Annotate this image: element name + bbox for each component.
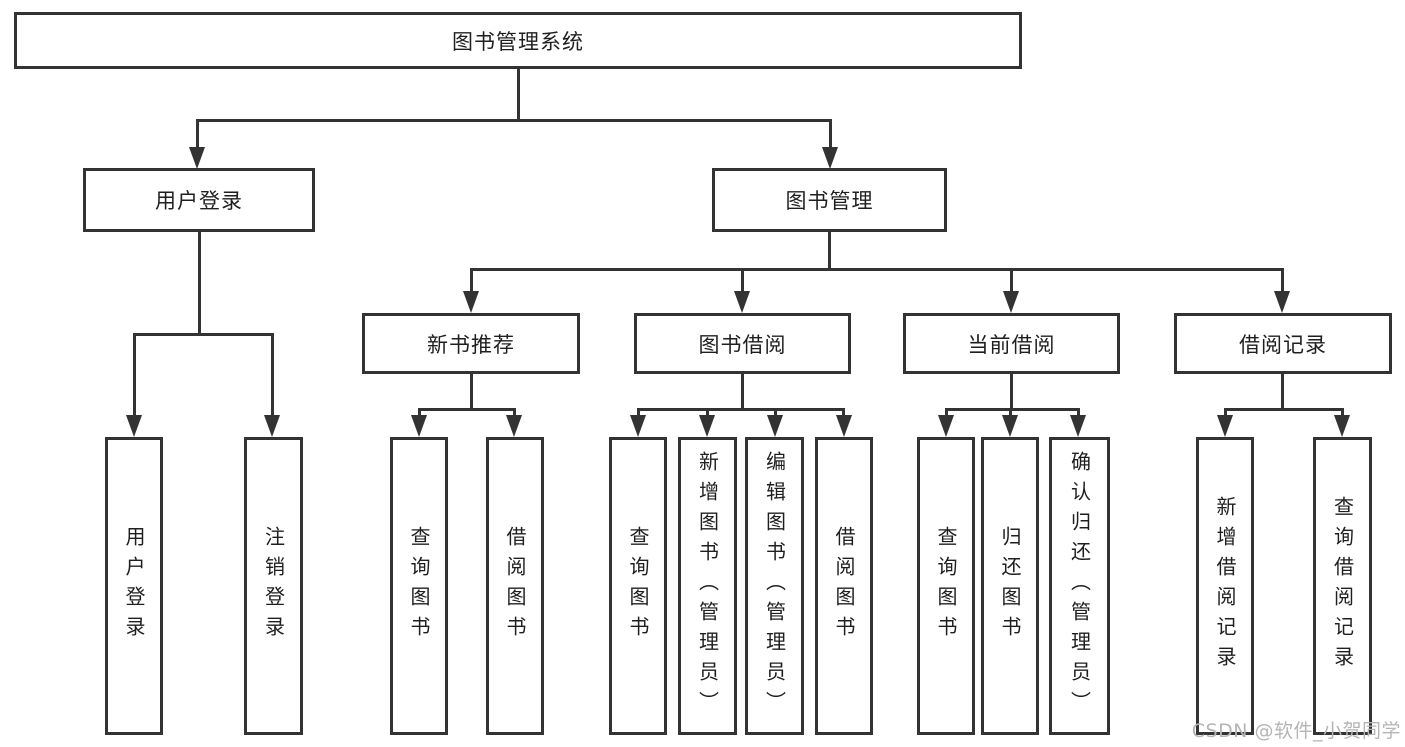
node-label: 查询借阅记录 [1330, 496, 1355, 676]
leaf-add-borrow-record: 新增借阅记录 [1196, 437, 1254, 735]
connector-hline [418, 408, 516, 411]
connector-vline [513, 408, 516, 417]
connector-vline [418, 408, 421, 417]
connector-vline [829, 119, 832, 151]
connector-vline [133, 333, 136, 415]
node-label: 图书借阅 [698, 332, 787, 357]
connector-vline [271, 333, 274, 415]
connector-arrow-down-icon [630, 415, 646, 437]
leaf-borrow-books-recommend: 借阅图书 [486, 437, 544, 735]
leaf-return-books: 归还图书 [981, 437, 1039, 735]
connector-arrow-down-icon [126, 415, 142, 437]
connector-arrow-down-icon [699, 415, 715, 437]
connector-arrow-down-icon [1002, 415, 1018, 437]
node-label: 借阅图书 [503, 526, 527, 646]
node-label: 查询图书 [407, 526, 431, 646]
connector-vline [470, 268, 473, 293]
node-label: 新增借阅记录 [1213, 496, 1237, 676]
connector-arrow-down-icon [1217, 415, 1233, 437]
node-label: 图书管理系统 [452, 29, 584, 54]
node-label: 借阅记录 [1239, 332, 1327, 357]
connector-arrow-down-icon [734, 291, 750, 313]
connector-vline [741, 268, 744, 293]
node-label: 编辑图书（管理员） [762, 451, 787, 721]
connector-vline [1009, 408, 1012, 417]
connector-vline [774, 408, 777, 417]
node-library-management-system: 图书管理系统 [14, 12, 1022, 69]
node-label: 确认归还（管理员） [1067, 451, 1092, 721]
leaf-borrow-books-borrowing: 借阅图书 [815, 437, 873, 735]
node-label: 图书管理 [785, 189, 874, 213]
connector-vline [1281, 268, 1284, 293]
leaf-query-books-recommend: 查询图书 [390, 437, 448, 735]
leaf-query-borrow-record: 查询借阅记录 [1313, 437, 1372, 735]
node-label: 新书推荐 [427, 332, 515, 357]
connector-vline [517, 68, 520, 121]
connector-arrow-down-icon [411, 415, 427, 437]
connector-vline [196, 119, 199, 151]
connector-arrow-down-icon [1003, 291, 1019, 313]
connector-vline [1077, 408, 1080, 417]
leaf-user-login: 用户登录 [105, 437, 163, 735]
leaf-logout: 注销登录 [244, 437, 303, 735]
connector-hline [1224, 408, 1343, 411]
connector-vline [198, 232, 201, 335]
connector-hline [945, 408, 1080, 411]
node-label: 用户登录 [155, 189, 243, 213]
connector-vline [1341, 408, 1344, 417]
node-label: 用户登录 [122, 526, 146, 646]
connector-vline [828, 232, 831, 270]
connector-arrow-down-icon [264, 415, 280, 437]
connector-hline [133, 333, 274, 336]
connector-hline [470, 268, 1284, 271]
leaf-query-books-current: 查询图书 [917, 437, 975, 735]
node-user-login: 用户登录 [83, 168, 315, 232]
connector-arrow-down-icon [189, 147, 205, 169]
connector-vline [706, 408, 709, 417]
connector-vline [1010, 373, 1013, 410]
connector-hline [637, 408, 845, 411]
connector-arrow-down-icon [938, 415, 954, 437]
connector-vline [1224, 408, 1227, 417]
connector-vline [741, 373, 744, 410]
connector-arrow-down-icon [836, 415, 852, 437]
watermark-csdn: CSDN @软件_小贺同学 [1191, 720, 1401, 742]
connector-arrow-down-icon [506, 415, 522, 437]
connector-arrow-down-icon [1274, 291, 1290, 313]
connector-vline [1281, 373, 1284, 410]
node-label: 查询图书 [626, 526, 650, 646]
node-label: 新增图书（管理员） [695, 451, 720, 721]
node-current-borrowing: 当前借阅 [903, 313, 1120, 374]
connector-arrow-down-icon [767, 415, 783, 437]
node-book-borrowing: 图书借阅 [634, 313, 851, 374]
node-label: 查询图书 [934, 526, 958, 646]
node-new-book-recommendation: 新书推荐 [362, 313, 580, 374]
node-label: 当前借阅 [967, 332, 1056, 357]
node-label: 借阅图书 [832, 526, 856, 646]
connector-arrow-down-icon [1070, 415, 1086, 437]
connector-hline [196, 119, 832, 122]
leaf-edit-book-admin: 编辑图书（管理员） [745, 437, 804, 735]
node-label: 注销登录 [261, 526, 286, 646]
leaf-query-books-borrowing: 查询图书 [609, 437, 667, 735]
connector-arrow-down-icon [822, 147, 838, 169]
connector-arrow-down-icon [1334, 415, 1350, 437]
leaf-add-book-admin: 新增图书（管理员） [678, 437, 737, 735]
connector-vline [637, 408, 640, 417]
connector-vline [470, 373, 473, 410]
connector-vline [1010, 268, 1013, 293]
node-label: 归还图书 [998, 526, 1022, 646]
connector-vline [842, 408, 845, 417]
connector-vline [945, 408, 948, 417]
connector-arrow-down-icon [463, 291, 479, 313]
node-book-management: 图书管理 [712, 168, 947, 232]
node-borrowing-records: 借阅记录 [1174, 313, 1392, 374]
leaf-confirm-return-admin: 确认归还（管理员） [1049, 437, 1110, 735]
